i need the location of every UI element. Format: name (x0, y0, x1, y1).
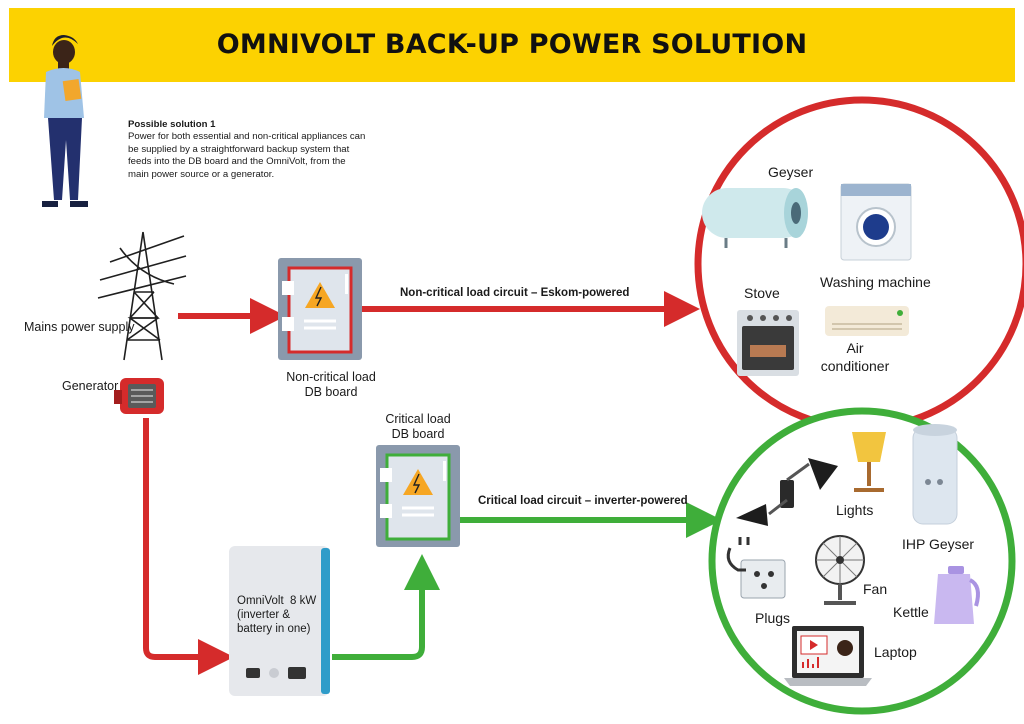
geyser-icon (702, 188, 808, 248)
air-conditioner-icon (825, 306, 909, 336)
solution-heading: Possible solution 1 (128, 119, 216, 130)
inverter-label-line3: battery in one) (237, 623, 311, 635)
generator-icon (114, 378, 164, 414)
inverter-label-line2: (inverter & (237, 609, 291, 621)
noncritical-board-label-line1: Non-critical load (286, 370, 376, 384)
plugs-label: Plugs (755, 610, 791, 626)
generator-to-inverter-line (143, 418, 234, 675)
noncritical-board-label: Non-critical load DB board (272, 370, 390, 400)
air-conditioner-label-line2: conditioner (820, 358, 890, 374)
inverter-label-line1: OmniVolt 8 kW (237, 595, 317, 607)
solution-body: Power for both essential and non-critica… (128, 131, 366, 180)
inverter-label: OmniVolt 8 kW (inverter & battery in one… (237, 594, 316, 636)
stove-icon (737, 310, 799, 376)
plugs-icon (726, 537, 786, 599)
person-illustration (42, 35, 88, 207)
critical-db-board (376, 445, 460, 547)
ihp-geyser-icon (912, 424, 958, 525)
page-title: OMNIVOLT BACK-UP POWER SOLUTION (216, 29, 808, 60)
lights-icon (736, 432, 886, 526)
fan-label: Fan (863, 581, 888, 597)
noncritical-circuit-label: Non-critical load circuit – Eskom-powere… (400, 287, 630, 299)
critical-board-label: Critical load DB board (370, 412, 466, 442)
inverter-to-critical-board-line (332, 554, 440, 660)
laptop-icon (784, 626, 872, 686)
noncritical-board-label-line2: DB board (304, 385, 358, 399)
stove-label: Stove (744, 285, 780, 301)
noncritical-db-board (278, 258, 362, 360)
fan-icon (815, 535, 865, 605)
kettle-label: Kettle (893, 604, 929, 620)
power-pylon-icon (97, 231, 187, 361)
title-banner: OMNIVOLT BACK-UP POWER SOLUTION (9, 8, 1015, 82)
washing-machine-icon (840, 183, 912, 261)
omnivolt-inverter-device (229, 546, 330, 696)
solution-description: Possible solution 1 Power for both essen… (128, 119, 368, 181)
washing-machine-label: Washing machine (820, 274, 931, 290)
critical-board-label-line1: Critical load (385, 412, 451, 426)
critical-circuit-label: Critical load circuit – inverter-powered (478, 495, 688, 507)
geyser-label: Geyser (768, 164, 814, 180)
air-conditioner-label: Air conditioner (812, 339, 898, 375)
mains-label: Mains power supply (24, 320, 135, 334)
lights-label: Lights (836, 502, 874, 518)
critical-board-label-line2: DB board (391, 427, 445, 441)
air-conditioner-label-line1: Air (846, 340, 864, 356)
laptop-label: Laptop (874, 644, 917, 660)
noncritical-appliance-ring (694, 96, 1024, 432)
ihp-geyser-label: IHP Geyser (902, 536, 975, 552)
kettle-icon (934, 566, 980, 624)
generator-label: Generator (62, 379, 119, 393)
